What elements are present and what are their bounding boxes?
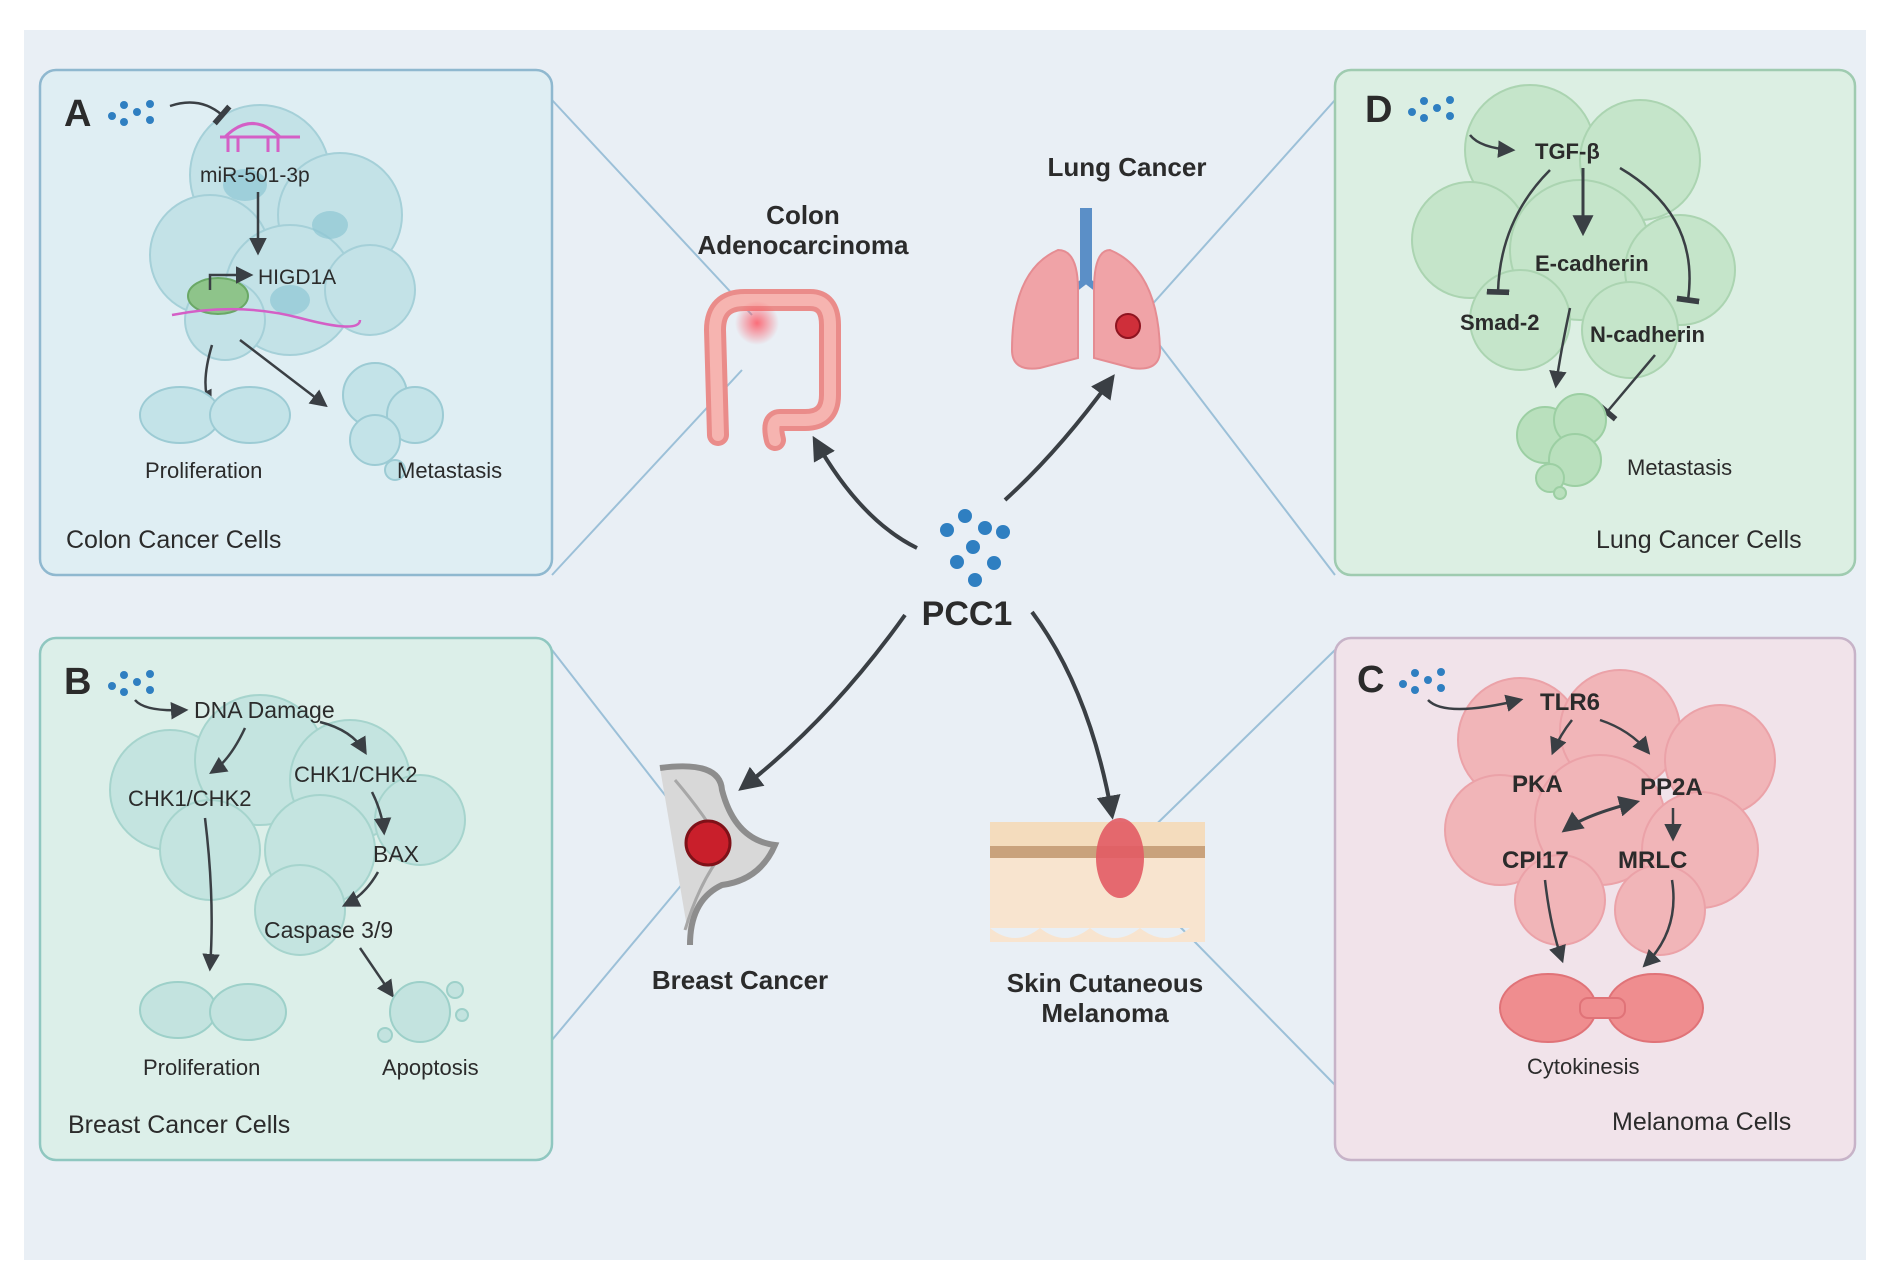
- pcc1-drug-dots-icon: [940, 509, 1010, 587]
- connector-lines: [551, 99, 1336, 1086]
- panel-a-nuclei: [223, 169, 348, 315]
- label-cytokinesis: Cytokinesis: [1527, 1054, 1639, 1079]
- drug-dots-icon: [108, 670, 154, 696]
- node-mrlc: MRLC: [1618, 847, 1687, 874]
- cytokinesis-cell-icon: [1499, 973, 1704, 1043]
- drug-dots-icon: [108, 100, 154, 126]
- panel-b: B DNA Damage CHK1/CHK2 CHK1/CHK2 BAX Cas…: [38, 636, 554, 1162]
- arrow-chk-to-prolif: [202, 817, 220, 972]
- panel-c: C TLR6 PKA PP2A CPI17 MRLC Cytokinesis M…: [1333, 636, 1857, 1162]
- inhibit-ncad-to-meta: [1596, 354, 1656, 422]
- panel-b-cells-label: Breast Cancer Cells: [68, 1111, 290, 1139]
- lung-label: Lung Cancer: [1048, 152, 1207, 182]
- arrow-gene-to-higd: [208, 266, 254, 290]
- arrow-pcc1-to-colon: [812, 435, 918, 550]
- label-proliferation-b: Proliferation: [143, 1055, 260, 1080]
- label-metastasis-a: Metastasis: [397, 458, 502, 483]
- node-caspase: Caspase 3/9: [264, 917, 393, 943]
- panel-c-letter: C: [1357, 659, 1384, 701]
- arrow-chk-to-bax: [370, 791, 392, 836]
- node-cpi17: CPI17: [1502, 847, 1569, 874]
- arrow-to-metastasis: [239, 339, 328, 408]
- arrow-pcc1-to-lung: [1003, 374, 1115, 502]
- node-pka: PKA: [1512, 771, 1563, 798]
- node-smad-2: Smad-2: [1460, 310, 1539, 335]
- arrow-pcc1-to-skin: [1030, 610, 1121, 820]
- panel-c-cells-label: Melanoma Cells: [1612, 1108, 1791, 1136]
- arrow-drug-to-dna: [134, 699, 189, 720]
- panel-d-cells-cluster: [1411, 84, 1736, 379]
- arrow-drug-to-tlr6: [1427, 694, 1524, 712]
- melanoma-lesion-icon: [1096, 818, 1144, 898]
- arrow-casp-to-apop: [358, 947, 394, 998]
- inhibit-tgf-to-ncad: [1619, 166, 1700, 305]
- pcc1-label: PCC1: [922, 595, 1013, 633]
- node-chk-left: CHK1/CHK2: [128, 786, 251, 811]
- arrow-bax-to-casp: [341, 871, 380, 907]
- panel-a-drug-inhibition: [169, 101, 232, 126]
- panel-a: A miR-501-3p HIGD1A Proliferation Metast…: [38, 68, 554, 577]
- inhibit-tgf-to-smad: [1486, 169, 1551, 296]
- node-tlr6: TLR6: [1540, 689, 1600, 716]
- arrow-dna-to-chk-right: [319, 720, 367, 756]
- node-e-cadherin: E-cadherin: [1535, 251, 1649, 276]
- panel-d-letter: D: [1365, 89, 1392, 131]
- label-apoptosis: Apoptosis: [382, 1055, 479, 1080]
- panel-b-cells-cluster: [109, 694, 466, 956]
- panel-c-cells-cluster: [1444, 669, 1776, 956]
- node-tgf-beta: TGF-β: [1535, 139, 1600, 164]
- drug-dots-icon: [1408, 96, 1454, 122]
- arrow-ecad-to-meta: [1549, 307, 1572, 389]
- dna-strand-icon: [171, 307, 362, 328]
- arrow-tlr-to-pp2a: [1599, 718, 1651, 755]
- node-chk-right: CHK1/CHK2: [294, 762, 417, 787]
- skin-label-line2: Melanoma: [1041, 998, 1169, 1028]
- node-n-cadherin: N-cadherin: [1590, 322, 1705, 347]
- node-pp2a: PP2A: [1640, 774, 1703, 801]
- panel-b-letter: B: [64, 661, 91, 703]
- lungs-icon: [1010, 208, 1162, 370]
- panel-d-cells-label: Lung Cancer Cells: [1596, 526, 1802, 554]
- arrow-drug-to-tgf: [1469, 134, 1516, 158]
- arrow-pp2a-cpi17-bidirectional: [1561, 795, 1641, 833]
- breast-tumor-icon: [684, 819, 732, 867]
- colon-label-line1: Colon: [766, 200, 840, 230]
- colon-label-line2: Adenocarcinoma: [698, 230, 909, 260]
- colon-icon: [703, 289, 841, 451]
- lung-tumor-icon: [1115, 313, 1141, 339]
- panel-a-letter: A: [64, 93, 91, 135]
- breast-label: Breast Cancer: [652, 965, 828, 995]
- node-bax: BAX: [373, 841, 419, 867]
- label-proliferation-a: Proliferation: [145, 458, 262, 483]
- skin-label-line1: Skin Cutaneous: [1007, 968, 1203, 998]
- node-mir-501-3p: miR-501-3p: [200, 164, 310, 187]
- arrow-cpi-to-cyto: [1543, 879, 1566, 964]
- node-dna-damage: DNA Damage: [194, 697, 335, 723]
- panel-d: D TGF-β E-cadherin Smad-2 N-cadherin Met…: [1333, 68, 1857, 577]
- drug-dots-icon: [1399, 668, 1445, 694]
- arrow-mrlc-to-cyto: [1642, 879, 1675, 968]
- metastasis-cells-icon: [1516, 393, 1607, 500]
- breast-icon: [659, 763, 780, 946]
- pcc1-arrows: [738, 374, 1121, 820]
- node-higd1a: HIGD1A: [258, 266, 336, 289]
- gene-block-icon: [187, 277, 249, 315]
- dividing-cell-icon: [139, 981, 287, 1041]
- dividing-cell-icon: [139, 386, 291, 444]
- arrow-pcc1-to-breast: [738, 613, 907, 791]
- skin-icon: [990, 818, 1205, 942]
- label-metastasis-d: Metastasis: [1627, 455, 1732, 480]
- panel-a-cells-label: Colon Cancer Cells: [66, 526, 281, 554]
- mirna-icon: [220, 122, 300, 152]
- arrow-tlr-to-pka: [1550, 719, 1573, 756]
- arrow-dna-to-chk-left: [209, 727, 247, 774]
- apoptosis-cell-icon: [377, 981, 469, 1043]
- metastasis-cells-icon: [342, 362, 444, 481]
